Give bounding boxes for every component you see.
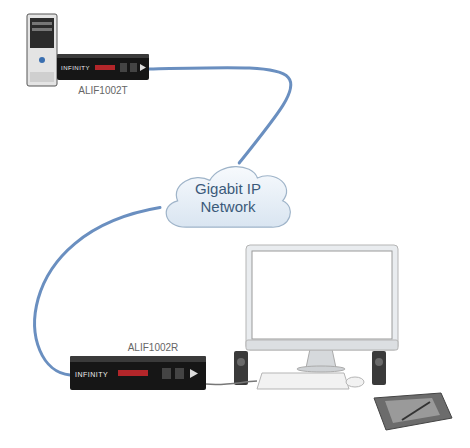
extender-unit: INFINITY ALIF1002T: [57, 54, 149, 96]
unit-body: INFINITY: [70, 356, 206, 390]
network-cable: [149, 68, 291, 163]
pc-tower: [27, 14, 57, 86]
keyboard-mouse: [257, 373, 364, 389]
unit-label: ALIF1002T: [57, 85, 149, 96]
unit-body: INFINITY: [57, 54, 149, 80]
brand-label: INFINITY: [75, 371, 108, 378]
extender-unit: ALIF1002R INFINITY: [70, 342, 206, 390]
network-label: Gigabit IP Network: [180, 180, 276, 216]
brand-label: INFINITY: [61, 65, 90, 72]
network-cloud: Gigabit IP Network: [158, 160, 298, 232]
unit-label: ALIF1002R: [70, 342, 206, 353]
graphics-tablet: [374, 393, 452, 430]
desk-cable: [206, 381, 257, 385]
